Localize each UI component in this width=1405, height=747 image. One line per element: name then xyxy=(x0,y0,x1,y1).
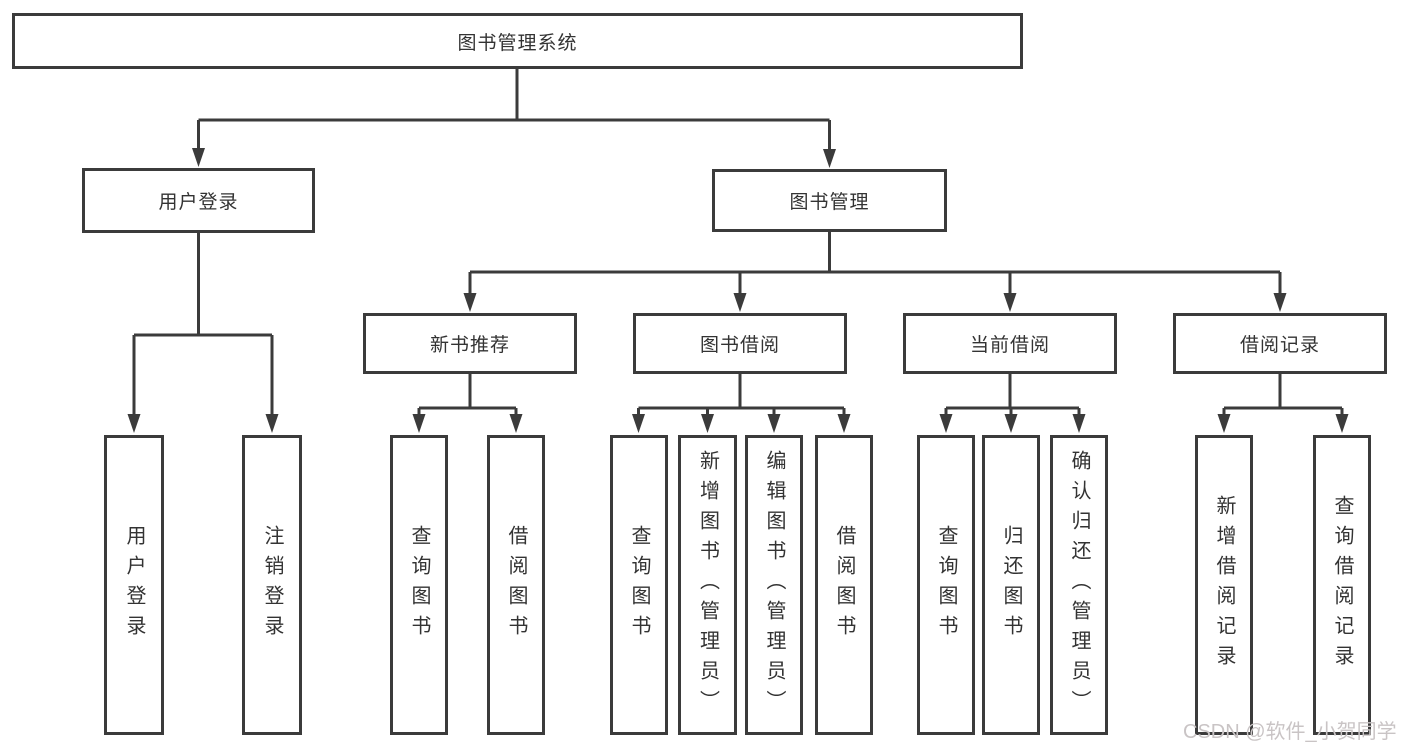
csdn-watermark: CSDN @软件_小贺同学 xyxy=(1183,721,1397,743)
leaf-borrow-books-2: 借阅图书 xyxy=(815,435,873,735)
leaf-query-books-3: 查询图书 xyxy=(917,435,975,735)
node-user-login: 用户登录 xyxy=(82,168,315,233)
leaf-logout: 注销登录 xyxy=(242,435,302,735)
leaf-add-books-admin: 新增图书（管理员） xyxy=(678,435,737,735)
leaf-return-books: 归还图书 xyxy=(982,435,1040,735)
node-borrowing-records: 借阅记录 xyxy=(1173,313,1387,374)
node-book-management: 图书管理 xyxy=(712,169,947,232)
node-current-borrowing: 当前借阅 xyxy=(903,313,1117,374)
node-library-management-system: 图书管理系统 xyxy=(12,13,1023,69)
node-new-book-recommendation: 新书推荐 xyxy=(363,313,577,374)
leaf-query-books-2: 查询图书 xyxy=(610,435,668,735)
leaf-borrow-books-1: 借阅图书 xyxy=(487,435,545,735)
leaf-confirm-return-admin: 确认归还（管理员） xyxy=(1050,435,1108,735)
leaf-edit-books-admin: 编辑图书（管理员） xyxy=(745,435,803,735)
leaf-add-borrow-record: 新增借阅记录 xyxy=(1195,435,1253,735)
leaf-user-login: 用户登录 xyxy=(104,435,164,735)
node-book-borrowing: 图书借阅 xyxy=(633,313,847,374)
leaf-query-borrow-record: 查询借阅记录 xyxy=(1313,435,1371,735)
leaf-query-books-1: 查询图书 xyxy=(390,435,448,735)
